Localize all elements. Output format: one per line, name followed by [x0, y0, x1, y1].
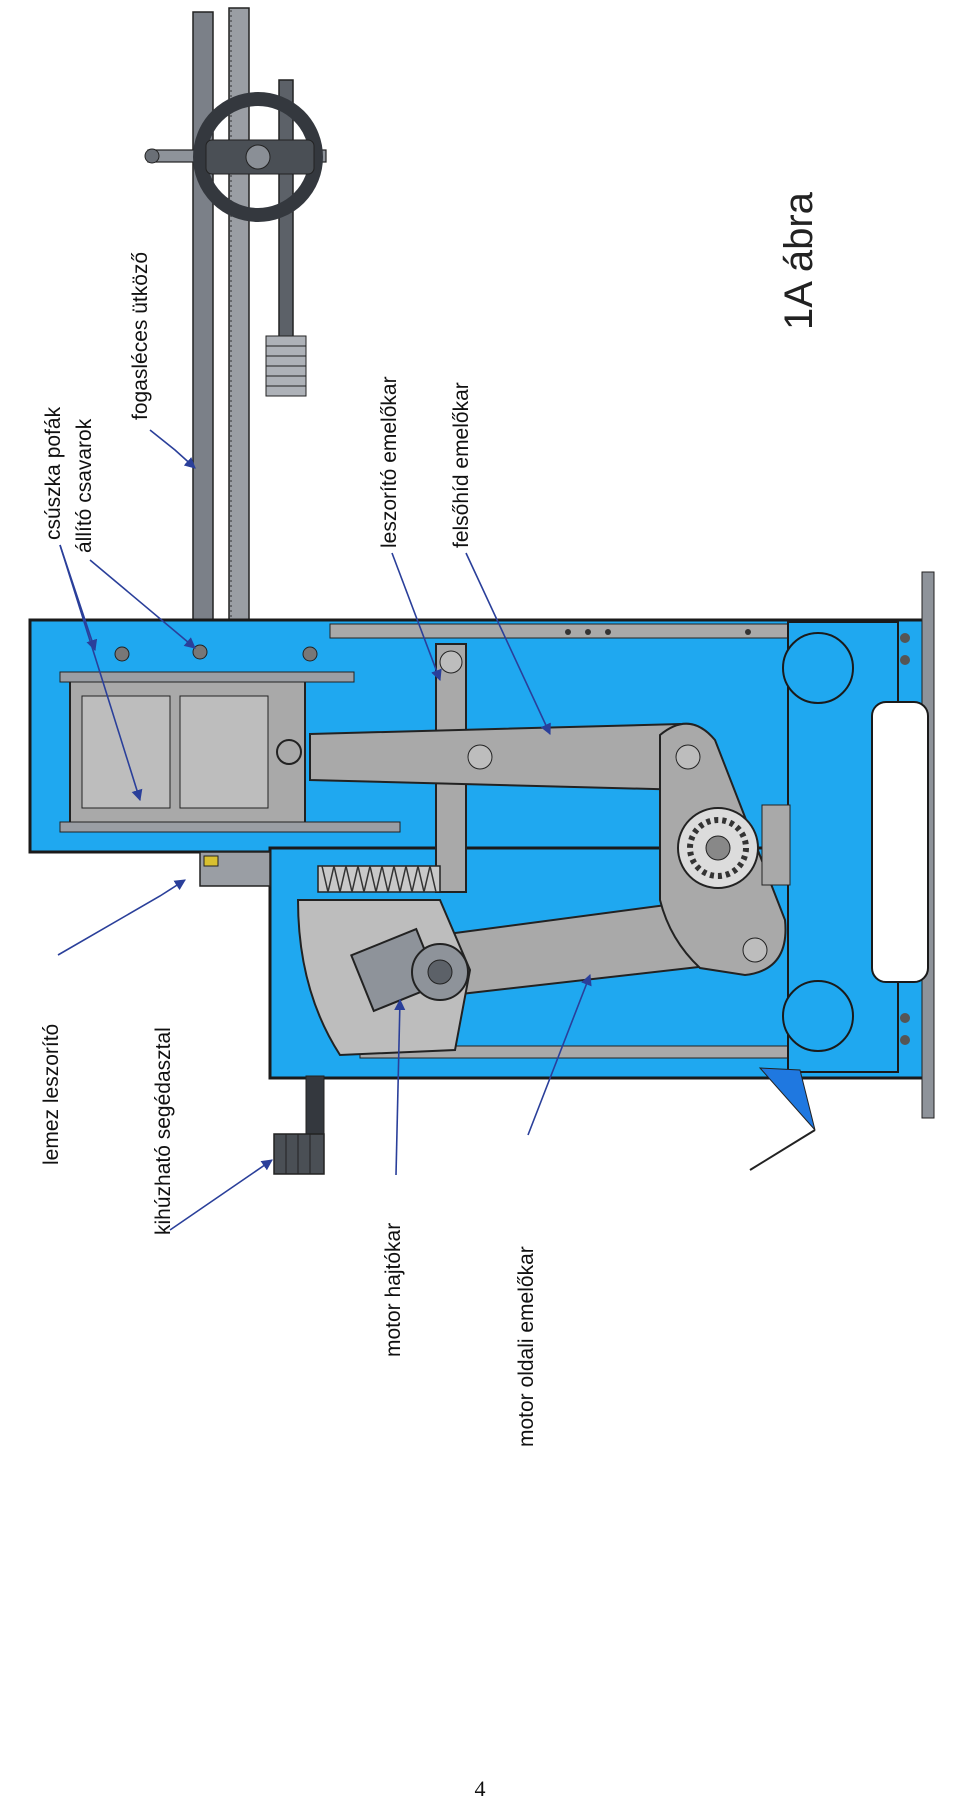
- bearing-bracket: [761, 804, 791, 886]
- clamp-knob: [144, 148, 160, 164]
- leader-allito-csavarok: [89, 559, 196, 649]
- spindle-rod: [278, 79, 294, 381]
- frame-rail-top: [329, 623, 791, 639]
- slider-top-bar: [59, 671, 355, 683]
- callout-labels: fogasléces ütköző csúszka pofák állító c…: [40, 191, 821, 1447]
- label-csuszka-pofak: csúszka pofák: [42, 406, 65, 540]
- label-motor-oldali-emelokar: motor oldali emelőkar: [515, 1246, 538, 1447]
- upper-bridge-lever: [309, 722, 692, 792]
- right-bore-bottom: [782, 980, 854, 1052]
- leader-motor-hajtokar: [394, 998, 406, 1176]
- leader-motor-oldali-emelokar: [527, 973, 592, 1136]
- rack-stop-assembly: [144, 7, 327, 625]
- leader-csuszka-pofak-2: [59, 544, 143, 802]
- label-kihuzhato-segedasztal: kihúzható segédasztal: [152, 1027, 175, 1235]
- leader-lemez-leszorito: [57, 879, 186, 956]
- label-felsohid-emelokar: felsőhíd emelőkar: [450, 382, 473, 548]
- adjust-screw-1: [192, 644, 208, 660]
- leader-leszorito-emelokar: [391, 552, 442, 682]
- page-number: 4: [474, 1776, 486, 1801]
- label-motor-hajtokar: motor hajtókar: [382, 1223, 405, 1357]
- right-bore-top: [782, 632, 854, 704]
- slider-bottom-bar: [59, 821, 401, 833]
- guide-rod: [192, 11, 214, 623]
- handle-slot: [871, 701, 929, 983]
- leader-kihuzhato-segedasztal: [169, 1159, 273, 1231]
- motor-crank-assembly: [296, 865, 472, 1057]
- adjust-screw-2: [302, 646, 318, 662]
- levers: [309, 643, 791, 997]
- jaw-left: [81, 695, 171, 809]
- extension-table-block: [273, 1133, 325, 1175]
- adjust-screw-3: [114, 646, 130, 662]
- leader-lines: [57, 429, 592, 1231]
- leader-felsohid-emelokar: [465, 552, 551, 736]
- leader-fogasleces-utkozo: [149, 429, 196, 469]
- jaw-right: [179, 695, 269, 809]
- label-lemez-leszorito: lemez leszorító: [40, 1024, 63, 1165]
- slider-pivot: [276, 739, 302, 765]
- label-allito-csavarok: állító csavarok: [73, 418, 96, 553]
- side-accessories: [199, 851, 816, 1175]
- label-fogasleces-utkozo: fogasléces ütköző: [129, 252, 152, 420]
- label-leszorito-emelokar: leszorító emelőkar: [378, 376, 401, 548]
- handwheel: [193, 92, 323, 222]
- figure-title: 1A ábra: [777, 191, 821, 330]
- pedal: [758, 1067, 816, 1131]
